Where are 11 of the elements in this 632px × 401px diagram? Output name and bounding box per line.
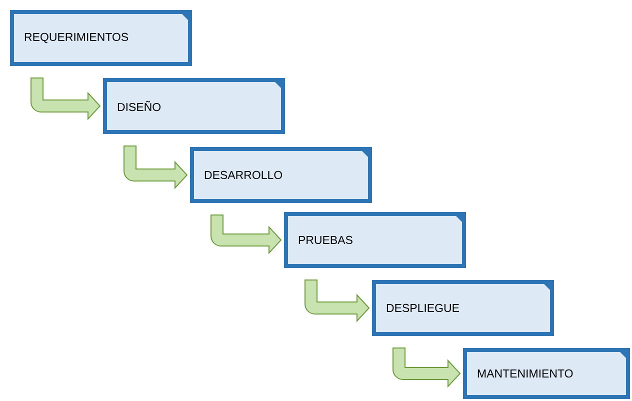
bent-arrow <box>30 78 100 120</box>
bent-arrow <box>304 279 370 322</box>
process-box: DESPLIEGUE <box>372 280 554 336</box>
bent-arrow <box>392 347 460 387</box>
process-box: REQUERIMIENTOS <box>10 10 192 66</box>
process-box: DESARROLLO <box>190 147 372 203</box>
process-box: MANTENIMIENTO <box>463 348 630 399</box>
bent-arrow <box>124 146 188 188</box>
bent-arrow <box>210 214 282 254</box>
process-box: DISEÑO <box>103 78 285 134</box>
process-box: PRUEBAS <box>284 212 466 268</box>
